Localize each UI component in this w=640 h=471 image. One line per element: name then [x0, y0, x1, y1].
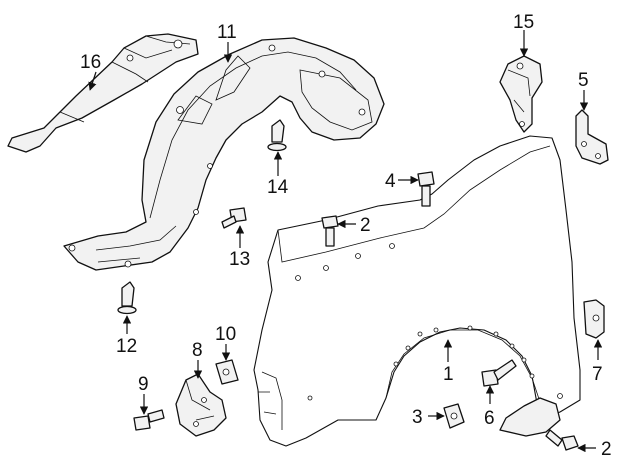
- callout-1: 1: [443, 364, 454, 385]
- part-3-clip: [443, 403, 465, 429]
- part-9-bolt: [133, 409, 165, 431]
- callout-13: 13: [229, 249, 250, 270]
- part-11-fender-liner: [63, 37, 385, 271]
- leader-lines: [88, 30, 603, 453]
- callout-14: 14: [267, 177, 289, 198]
- callout-15: 15: [513, 12, 534, 33]
- callout-2-upper: 2: [360, 215, 371, 236]
- callout-labels: 16 11 15 5 4 2 14 13 12 10 8 9 1 6 3 7 2: [80, 12, 612, 460]
- callout-7: 7: [592, 364, 603, 385]
- callout-6: 6: [484, 408, 495, 429]
- callout-2-lower: 2: [601, 439, 612, 460]
- callout-3: 3: [412, 407, 423, 428]
- callout-12: 12: [116, 336, 137, 357]
- part-10-clip: [215, 359, 239, 385]
- part-6-bolt: [481, 359, 517, 387]
- part-2-bolt-lower: [545, 429, 579, 451]
- part-7-clip: [583, 299, 605, 339]
- leader-16: [88, 71, 97, 91]
- callout-9: 9: [138, 374, 149, 395]
- callout-4: 4: [385, 171, 396, 192]
- part-1-fender: [253, 135, 581, 447]
- part-13-screw: [221, 207, 247, 229]
- callout-8: 8: [192, 340, 203, 361]
- part-5-bracket: [575, 109, 609, 165]
- part-4-bolt: [417, 171, 435, 207]
- part-12-push-pin: [117, 281, 137, 315]
- callout-16: 16: [80, 52, 101, 73]
- part-15-hinge-bracket: [499, 55, 543, 133]
- part-14-push-pin: [267, 119, 287, 152]
- callout-11: 11: [217, 22, 237, 43]
- part-16-splash-shield-bracket: [7, 33, 199, 153]
- callout-10: 10: [215, 324, 236, 345]
- callout-5: 5: [578, 70, 589, 91]
- part-8-bracket: [175, 373, 227, 437]
- part-2-bolt-upper: [321, 215, 339, 247]
